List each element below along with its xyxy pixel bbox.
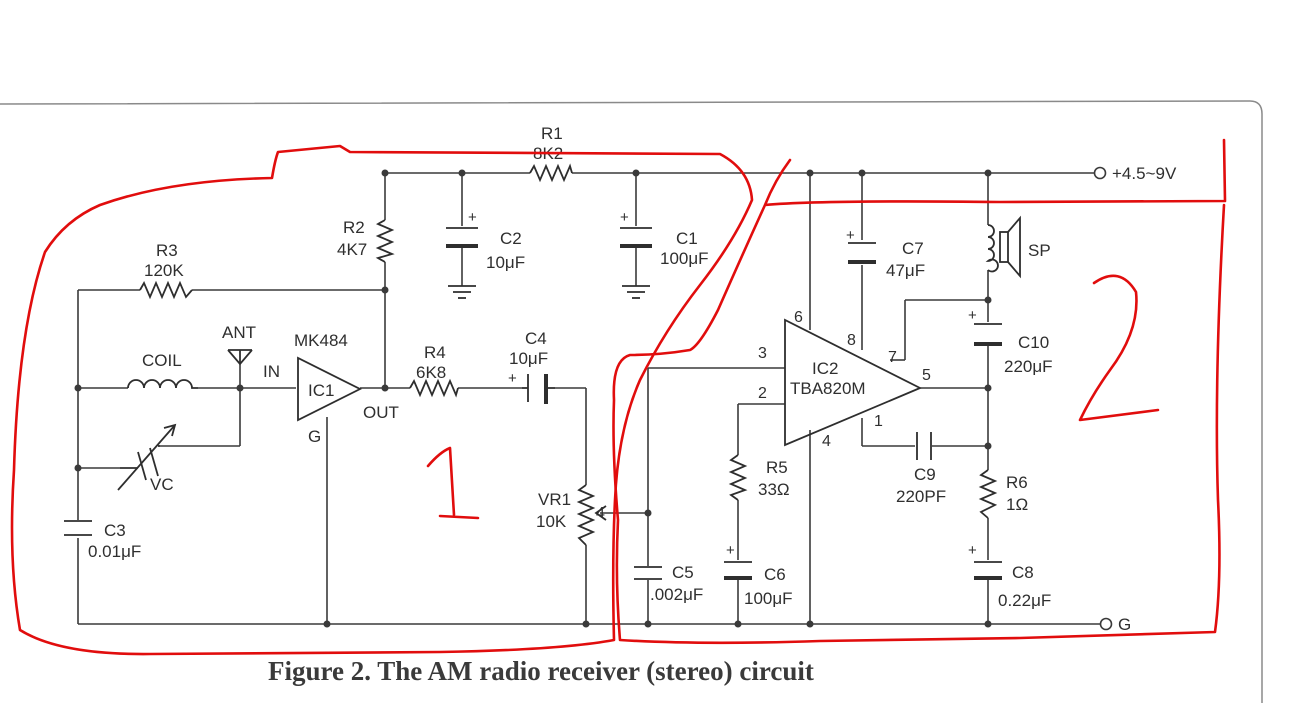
resistor-r4: R4 6K8 xyxy=(409,343,459,398)
capacitor-c9: C9 220PF xyxy=(896,432,946,506)
svg-text:+: + xyxy=(726,542,735,559)
c4-value: 10μF xyxy=(509,349,548,368)
capacitor-c3: C3 0.01μF xyxy=(64,520,141,561)
antenna-icon: ANT xyxy=(222,323,256,366)
region-2-outline xyxy=(612,138,1227,645)
r5-value: 33Ω xyxy=(758,480,790,499)
ic2-pin1: 1 xyxy=(874,413,883,430)
c6-value: 100μF xyxy=(744,589,793,608)
vcc-label: +4.5~9V xyxy=(1112,164,1177,183)
r2-value: 4K7 xyxy=(337,240,367,259)
c8-ref: C8 xyxy=(1012,563,1034,582)
capacitor-c8: + C8 0.22μF xyxy=(968,542,1051,610)
resistor-r2: R2 4K7 xyxy=(337,218,395,263)
c9-ref: C9 xyxy=(914,465,936,484)
ic2-tba820m: IC2 TBA820M 3 2 6 8 7 5 1 4 xyxy=(758,309,931,450)
r5-ref: R5 xyxy=(766,458,788,477)
junction-dots xyxy=(74,169,992,628)
r1-ref: R1 xyxy=(541,124,563,143)
c10-value: 220μF xyxy=(1004,357,1053,376)
resistor-r5: R5 33Ω xyxy=(728,454,790,501)
speaker-icon: SP xyxy=(985,215,1051,279)
r4-ref: R4 xyxy=(424,343,446,362)
coil-label: COIL xyxy=(142,351,182,370)
ic2-part: TBA820M xyxy=(790,379,866,398)
c5-value: .002μF xyxy=(650,585,703,604)
resistor-r6: R6 1Ω xyxy=(978,469,1028,519)
c1-ref: C1 xyxy=(676,229,698,248)
svg-text:+: + xyxy=(968,307,977,324)
variable-capacitor-vc: VC xyxy=(117,423,177,494)
c5-ref: C5 xyxy=(672,563,694,582)
svg-text:+: + xyxy=(846,227,855,244)
ic2-pin7: 7 xyxy=(888,349,897,366)
c6-ref: C6 xyxy=(764,565,786,584)
potentiometer-vr1: VR1 10K 4 xyxy=(536,484,607,546)
c3-value: 0.01μF xyxy=(88,542,141,561)
coil-inductor: COIL xyxy=(127,351,198,389)
svg-text:+: + xyxy=(968,542,977,559)
wiring xyxy=(77,172,1100,625)
r3-ref: R3 xyxy=(156,241,178,260)
ic1-ref: IC1 xyxy=(308,381,334,400)
ic2-pin4: 4 xyxy=(822,433,831,450)
vr1-wiper-pin: 4 xyxy=(596,505,605,522)
vr1-value: 10K xyxy=(536,512,567,531)
capacitor-c6: + C6 100μF xyxy=(724,542,793,608)
ic1-gnd-label: G xyxy=(308,427,321,446)
r3-value: 120K xyxy=(144,261,184,280)
ic2-pin5: 5 xyxy=(922,367,931,384)
svg-text:+: + xyxy=(508,370,517,387)
capacitor-c7: + C7 47μF xyxy=(846,227,925,280)
svg-text:+: + xyxy=(620,209,629,226)
vcc-terminal: +4.5~9V xyxy=(1093,164,1177,183)
ic2-pin3: 3 xyxy=(758,345,767,362)
vr1-ref: VR1 xyxy=(538,490,571,509)
annotation-number-1 xyxy=(426,446,480,520)
ic2-pin6: 6 xyxy=(794,309,803,326)
annotation-number-2 xyxy=(1078,274,1160,422)
ic2-ref: IC2 xyxy=(812,359,838,378)
c4-ref: C4 xyxy=(525,329,547,348)
paper-border xyxy=(0,100,1263,703)
c8-value: 0.22μF xyxy=(998,591,1051,610)
vc-label: VC xyxy=(150,475,174,494)
figure-caption: Figure 2. The AM radio receiver (stereo)… xyxy=(268,656,814,686)
c10-ref: C10 xyxy=(1018,333,1049,352)
c1-value: 100μF xyxy=(660,249,709,268)
capacitor-c10: + C10 220μF xyxy=(968,307,1053,376)
c7-value: 47μF xyxy=(886,261,925,280)
ic1-mk484: IC1 MK484 IN OUT G xyxy=(263,331,399,446)
ic1-part: MK484 xyxy=(294,331,348,350)
c2-value: 10μF xyxy=(486,253,525,272)
capacitor-c5: C5 .002μF xyxy=(634,563,703,604)
resistor-r3: R3 120K xyxy=(139,241,193,300)
ic1-out-label: OUT xyxy=(363,403,399,422)
ic2-pin8: 8 xyxy=(847,332,856,349)
capacitor-c2: + C2 10μF xyxy=(446,209,525,299)
ant-label: ANT xyxy=(222,323,256,342)
region-1-outline xyxy=(10,144,754,656)
ground-terminal: G xyxy=(1099,615,1131,634)
capacitor-c1: + C1 100μF xyxy=(620,209,709,299)
r6-value: 1Ω xyxy=(1006,495,1028,514)
capacitor-c4: + C4 10μF xyxy=(508,329,555,404)
r4-value: 6K8 xyxy=(416,363,446,382)
ic2-pin2: 2 xyxy=(758,385,767,402)
c7-ref: C7 xyxy=(902,239,924,258)
ic1-in-label: IN xyxy=(263,362,280,381)
c3-ref: C3 xyxy=(104,521,126,540)
ground-label: G xyxy=(1118,615,1131,634)
svg-text:+: + xyxy=(468,209,477,226)
red-annotations xyxy=(10,138,1227,656)
r6-ref: R6 xyxy=(1006,473,1028,492)
c2-ref: C2 xyxy=(500,229,522,248)
c9-value: 220PF xyxy=(896,487,946,506)
r2-ref: R2 xyxy=(343,218,365,237)
sp-label: SP xyxy=(1028,241,1051,260)
